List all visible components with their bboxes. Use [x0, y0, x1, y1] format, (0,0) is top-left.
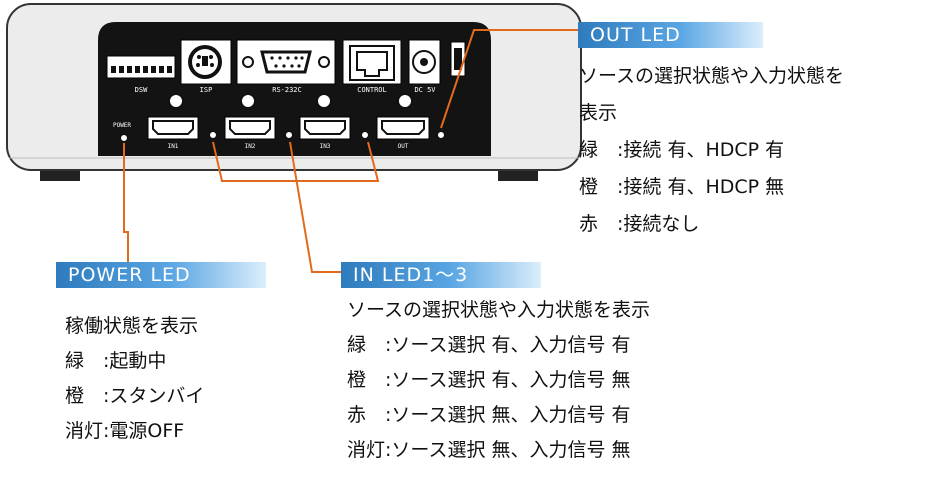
in-led-line: ソースの選択状態や入力状態を表示: [347, 299, 651, 321]
out-label: OUT: [398, 143, 409, 150]
out-led-leader: [440, 29, 578, 129]
in-led-line: 赤 :ソース選択 無、入力信号 有: [347, 404, 631, 426]
out-led-title: OUT LED: [578, 22, 763, 48]
power-led-leader: [123, 143, 129, 267]
isp-connector: [180, 39, 232, 85]
in-led-3: [361, 131, 369, 139]
power-led-line: 稼働状態を表示: [65, 315, 199, 337]
ground-terminal: [450, 41, 466, 77]
in-led-1: [209, 131, 217, 139]
hdmi-in1-port: [147, 116, 199, 140]
out-led-line: 緑 :接続 有、HDCP 有: [579, 139, 785, 161]
dc-jack: [408, 39, 441, 85]
leader-lines: [123, 29, 578, 273]
power-label: POWER: [113, 122, 131, 129]
out-led-line: 橙 :接続 有、HDCP 無: [579, 176, 785, 198]
in-led-title: IN LED1～3: [341, 262, 541, 288]
in3-label: IN3: [320, 143, 331, 150]
power-led-title: POWER LED: [56, 262, 266, 288]
device-foot-right: [498, 168, 538, 181]
out-led-line: 表示: [579, 102, 618, 124]
rs232c-connector: [236, 39, 336, 85]
in-led-description: ソースの選択状態や入力状態を表示 緑 :ソース選択 有、入力信号 有 橙 :ソー…: [347, 293, 650, 468]
hdmi-in3-port: [299, 116, 351, 140]
control-connector: [342, 39, 402, 85]
out-led-line: 赤 :接続なし: [579, 213, 700, 235]
dc5v-label: DC 5V: [414, 86, 436, 94]
power-led: [120, 134, 128, 142]
power-led-line: 消灯:電源OFF: [65, 420, 185, 442]
power-led-line: 緑 :起動中: [65, 350, 167, 372]
in-led-2: [285, 131, 293, 139]
device-foot-left: [40, 168, 80, 181]
power-led-line: 橙 :スタンバイ: [65, 385, 205, 407]
dip-switch: [106, 55, 176, 79]
mount-holes: [168, 93, 413, 109]
in-led-line: 緑 :ソース選択 有、入力信号 有: [347, 334, 631, 356]
control-label: CONTROL: [357, 86, 387, 94]
hdmi-out-port: [376, 116, 430, 140]
in1-label: IN1: [168, 143, 179, 150]
in-led-line: 消灯:ソース選択 無、入力信号 無: [347, 439, 631, 461]
in-led-leader: [289, 141, 343, 273]
rs232c-label: RS-232C: [272, 86, 302, 94]
hdmi-in2-port: [224, 116, 276, 140]
out-led-line: ソースの選択状態や入力状態を: [579, 65, 845, 87]
power-led-description: 稼働状態を表示 緑 :起動中 橙 :スタンバイ 消灯:電源OFF: [65, 309, 204, 449]
in2-label: IN2: [245, 143, 256, 150]
out-led-description: ソースの選択状態や入力状態を 表示 緑 :接続 有、HDCP 有 橙 :接続 有…: [579, 58, 844, 243]
in-led-line: 橙 :ソース選択 有、入力信号 無: [347, 369, 631, 391]
out-led: [437, 131, 445, 139]
in-led-bracket: [212, 141, 380, 182]
isp-label: ISP: [200, 86, 213, 94]
dsw-label: DSW: [135, 86, 148, 94]
